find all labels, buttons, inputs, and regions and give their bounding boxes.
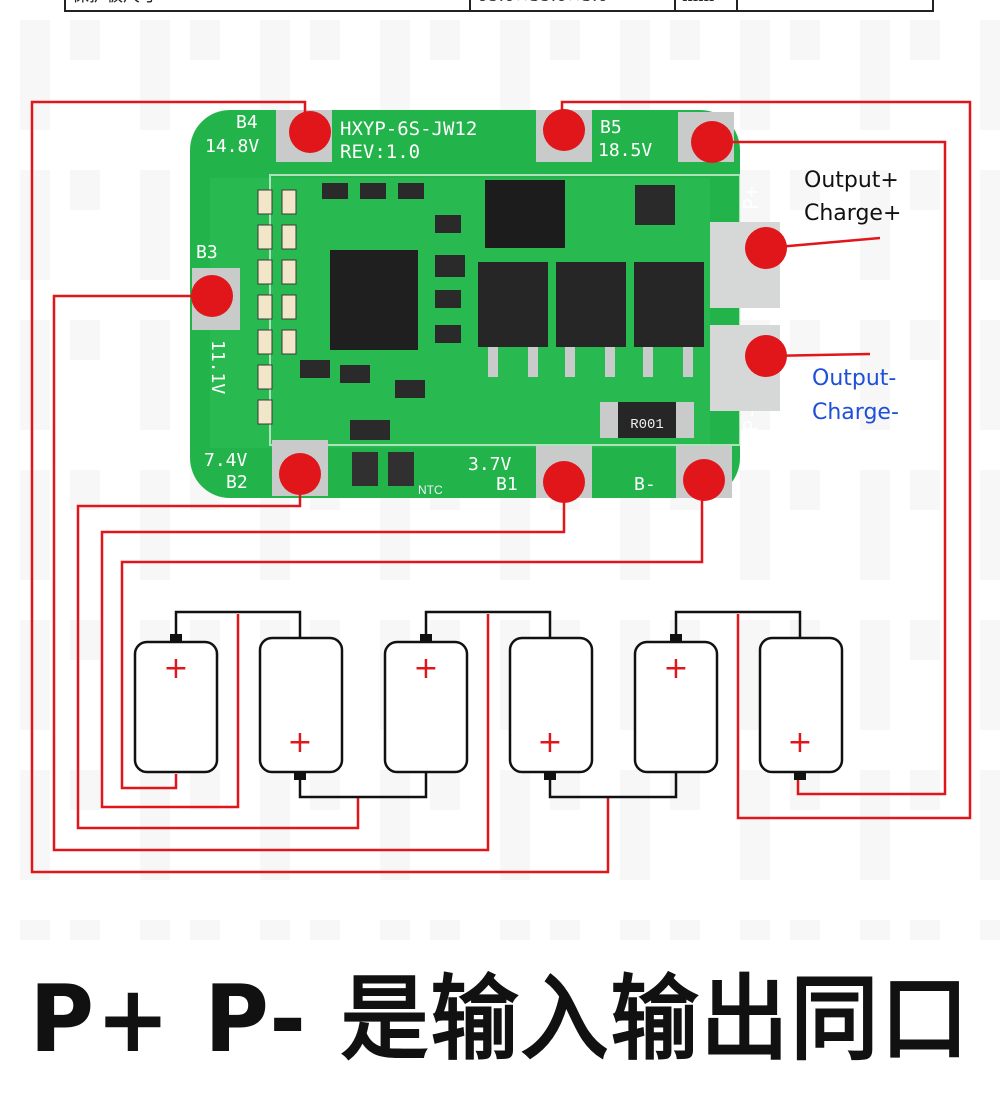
resistor-label: R001 [630, 417, 664, 433]
diagram-svg: R001 NTC P+ P- HXYP-6S-JW12 REV:1.0 [0, 20, 1000, 940]
pad-b2-voltage: 7.4V [204, 450, 248, 471]
board-revision: REV:1.0 [340, 141, 420, 163]
board-model: HXYP-6S-JW12 [340, 118, 477, 140]
label-charge-minus: Charge- [812, 400, 899, 425]
dot-b4 [289, 111, 331, 153]
cell-5-plus: + [663, 651, 688, 686]
label-output-minus: Output- [812, 366, 896, 391]
dot-b3 [191, 275, 233, 317]
pad-bminus-name: B- [634, 474, 656, 495]
pad-bplus-name: B+ [738, 128, 760, 149]
dot-bplus [691, 121, 733, 163]
black-series-wiring [174, 610, 802, 799]
pad-b4-name: B4 [236, 112, 258, 133]
battery-cell-4: + [508, 636, 594, 780]
cell-4-plus: + [537, 725, 562, 760]
battery-cell-5: + [633, 634, 719, 774]
pcb-board: R001 NTC P+ P- HXYP-6S-JW12 REV:1.0 [190, 110, 780, 498]
cell-2-plus: + [287, 725, 312, 760]
connection-dots [191, 109, 787, 503]
ntc-label: NTC [418, 483, 443, 497]
red-wiring [30, 100, 972, 874]
label-output-plus: Output+ [804, 168, 899, 193]
pad-b4-voltage: 14.8V [205, 136, 259, 157]
battery-pack: + + + + + [133, 634, 844, 780]
pad-b5-name: B5 [600, 117, 622, 138]
cell-1-plus: + [163, 651, 188, 686]
pad-b3-name: B3 [196, 242, 218, 263]
cell-3-plus: + [413, 651, 438, 686]
pad-b1-voltage: 3.7V [468, 454, 512, 475]
pad-b5-voltage: 18.5V [598, 140, 652, 161]
battery-cell-1: + [133, 634, 219, 774]
spec-label: 保护板尺寸 [66, 0, 471, 10]
dot-b2 [279, 453, 321, 495]
pad-b2-name: B2 [226, 472, 248, 493]
dot-bminus [683, 459, 725, 501]
battery-cell-2: + [258, 636, 344, 780]
pad-b3-voltage: 11.1V [207, 340, 228, 394]
spec-value: 65.0×35.0×3.0 [471, 0, 676, 10]
spec-table-row: 保护板尺寸 65.0×35.0×3.0 mm [64, 0, 934, 12]
battery-cell-6: + [758, 636, 844, 780]
mosfet-group [478, 180, 704, 377]
dot-p-minus [745, 335, 787, 377]
dot-b1 [543, 461, 585, 503]
spec-unit: mm [676, 0, 738, 10]
p-plus-label: P+ [739, 186, 763, 210]
protection-ic [330, 250, 418, 350]
p-minus-label: P- [739, 408, 763, 432]
pad-b1-name: B1 [496, 474, 518, 495]
label-charge-plus: Charge+ [804, 201, 901, 226]
battery-cell-3: + [383, 634, 469, 774]
dot-p-plus [745, 227, 787, 269]
dot-b5 [543, 109, 585, 151]
caption-title: P+ P- 是输入输出同口 [29, 964, 971, 1073]
cell-6-plus: + [787, 725, 812, 760]
